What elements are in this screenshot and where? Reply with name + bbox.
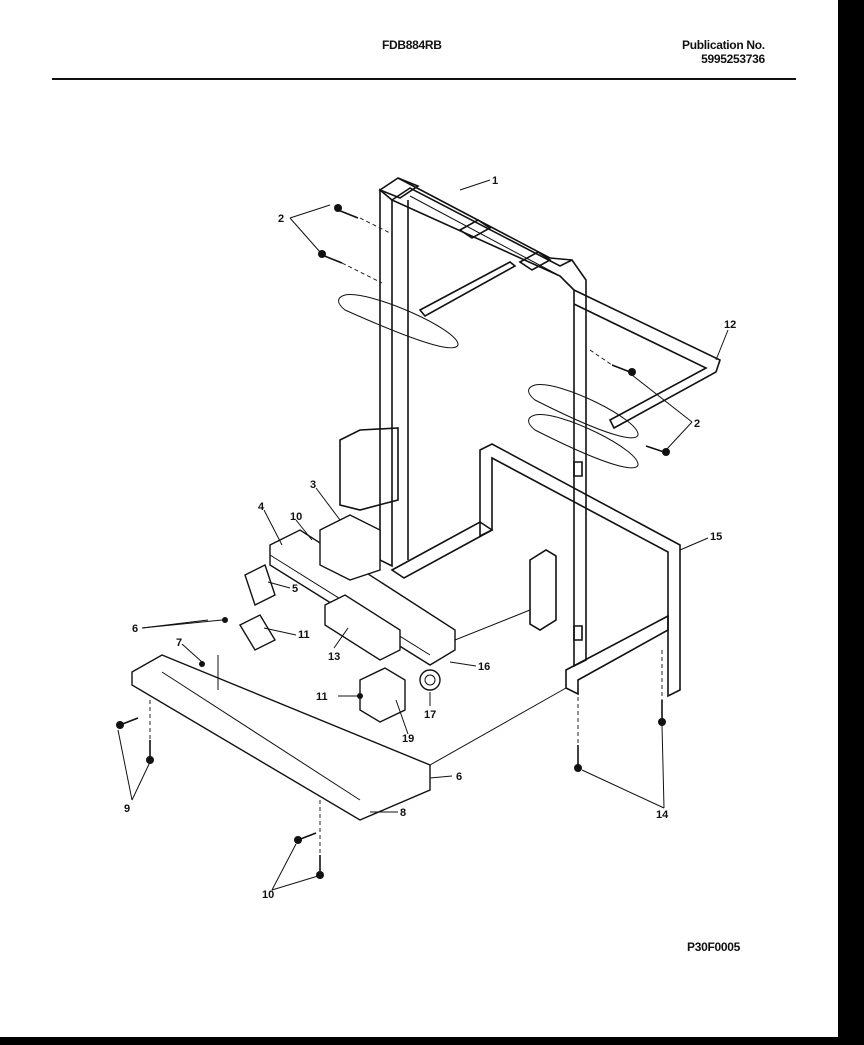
callout-10-bottom: 10	[262, 889, 274, 901]
callout-3: 3	[310, 479, 316, 491]
side-bracket	[339, 427, 557, 631]
callout-6-left: 6	[132, 623, 138, 635]
publication-number: 5995253736	[701, 52, 765, 66]
assembly-guides	[149, 217, 663, 855]
callout-11-top: 11	[316, 691, 328, 703]
callout-14: 14	[656, 809, 669, 821]
figure-code: P30F0005	[687, 940, 740, 954]
leader-lines	[117, 179, 729, 891]
callout-2-right: 2	[694, 418, 700, 430]
callout-4: 4	[258, 501, 265, 513]
upper-frame	[378, 177, 721, 668]
publication-label: Publication No.	[682, 38, 765, 52]
callout-19: 19	[402, 733, 414, 745]
callout-2-top: 2	[278, 213, 284, 225]
callout-5: 5	[292, 583, 298, 595]
header-rule	[52, 78, 796, 80]
control-bar	[269, 514, 456, 723]
exploded-parts-diagram: 1 2 2 3 4 5 6 6 7 8 9 10 10 11 11 12 13 …	[116, 175, 736, 901]
bottom-panel	[131, 654, 431, 821]
callout-numbers: 1 2 2 3 4 5 6 6 7 8 9 10 10 11 11 12 13 …	[124, 175, 736, 901]
callout-7: 7	[176, 637, 182, 649]
callout-13: 13	[328, 651, 340, 663]
callout-16: 16	[478, 661, 490, 673]
model-number: FDB884RB	[382, 38, 442, 52]
parts-diagram-page: FDB884RB Publication No. 5995253736	[0, 0, 838, 1037]
switch-parts	[239, 564, 276, 651]
callout-11-bottom: 11	[298, 629, 310, 641]
callout-17: 17	[424, 709, 436, 721]
screws	[116, 204, 670, 879]
callout-8: 8	[400, 807, 406, 819]
callout-12: 12	[724, 319, 736, 331]
callout-9: 9	[124, 803, 130, 815]
callout-10-left: 10	[290, 511, 302, 523]
callout-15: 15	[710, 531, 722, 543]
callout-6-bottom: 6	[456, 771, 462, 783]
rack-slot-ovals	[338, 294, 639, 469]
publication-info: Publication No. 5995253736	[682, 38, 765, 66]
callout-1: 1	[492, 175, 498, 187]
